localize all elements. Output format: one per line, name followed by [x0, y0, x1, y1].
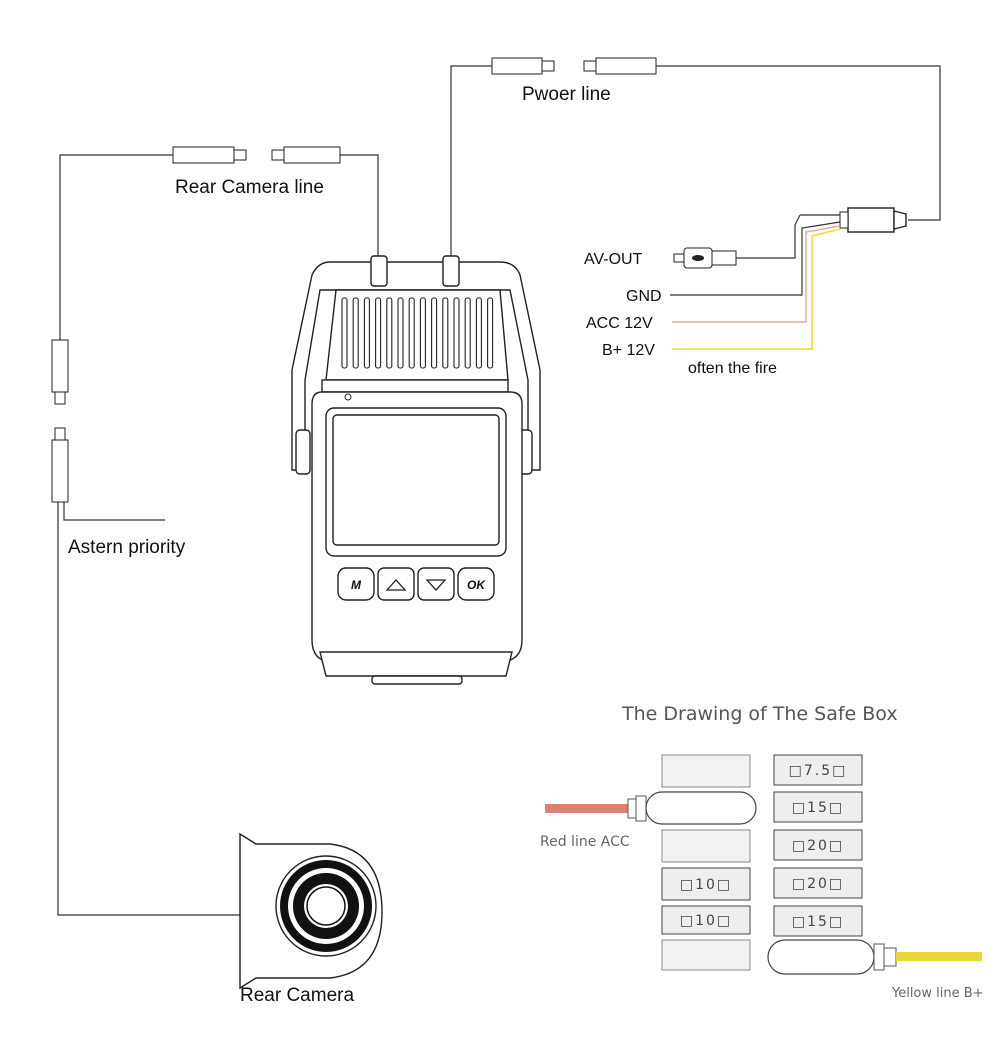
dash-cam-device [291, 255, 541, 685]
fuse-slot-right-3 [773, 829, 863, 861]
astern-priority-label: Astern priority [68, 537, 186, 558]
safe-box-title: The Drawing of The Safe Box [621, 703, 898, 725]
vent-slot [397, 297, 404, 369]
often-fire-label: often the fire [688, 360, 777, 377]
fuse-label-right-3: □20□ [792, 838, 844, 854]
fuse-label-left-4: □10□ [680, 877, 732, 893]
vent-slot [408, 297, 415, 369]
red-acc-plug [645, 791, 757, 825]
b-plus-label: B+ 12V [602, 342, 655, 359]
rear-camera-label: Rear Camera [240, 985, 354, 1006]
vent-slot [352, 297, 359, 369]
fuse-slot-left-1 [661, 754, 751, 788]
fuse-label-right-4: □20□ [792, 876, 844, 892]
rear-camera-device [239, 832, 383, 990]
fuse-label-right-2: □15□ [792, 800, 844, 816]
rear-camera-line [51, 146, 379, 916]
fuse-slot-right-5 [773, 905, 863, 937]
fuse-slot-right-1 [773, 754, 863, 786]
gnd-wire [670, 221, 841, 296]
fuse-label-left-5: □10□ [680, 913, 732, 929]
b-plus-wire [672, 228, 841, 350]
fuse-slot-left-6 [661, 939, 751, 971]
button-m[interactable]: M [337, 567, 375, 601]
button-down[interactable] [417, 567, 455, 601]
button-up[interactable] [377, 567, 415, 601]
button-m-label: M [351, 578, 362, 592]
vent-slot [375, 297, 382, 369]
yellow-b-plus-plug [767, 939, 875, 975]
vent-slot [341, 297, 348, 369]
red-line-label: Red line ACC [540, 834, 630, 850]
vent-slot [453, 297, 460, 369]
fuse-slot-left-3 [661, 829, 751, 863]
rear-camera-line-label: Rear Camera line [175, 177, 324, 198]
acc-wire [672, 225, 841, 323]
fuse-slot-right-4 [773, 867, 863, 899]
yellow-b-plus-wire [896, 952, 982, 961]
button-ok-label: OK [467, 578, 486, 592]
yellow-line-label: Yellow line B+ [891, 986, 984, 1001]
fuse-slot-left-5 [661, 905, 751, 935]
button-ok[interactable]: OK [457, 567, 495, 601]
fuse-label-right-1: □7.5□ [789, 763, 848, 779]
fuse-label-right-5: □15□ [792, 914, 844, 930]
gnd-label: GND [626, 288, 662, 305]
power-line-label: Pwoer line [522, 84, 611, 105]
fuse-slot-right-2 [773, 791, 863, 823]
power-line [450, 57, 941, 258]
safe-box: □10□ □10□ □7.5□ □15□ □20□ □20□ □15□ [545, 754, 982, 975]
vent-slot [464, 297, 471, 369]
vent-slot [475, 297, 482, 369]
vent-slot [431, 297, 438, 369]
red-acc-wire [545, 804, 629, 813]
power-harness [670, 207, 907, 350]
up-arrow-icon [385, 579, 407, 591]
vent-slot [442, 297, 449, 369]
acc-label: ACC 12V [586, 315, 653, 332]
vent-slots [341, 297, 494, 369]
vent-slot [386, 297, 393, 369]
vent-slot [363, 297, 370, 369]
down-arrow-icon [425, 579, 447, 591]
fuse-slot-left-4 [661, 867, 751, 901]
av-out-label: AV-OUT [584, 251, 643, 268]
vent-slot [487, 297, 494, 369]
vent-slot [419, 297, 426, 369]
